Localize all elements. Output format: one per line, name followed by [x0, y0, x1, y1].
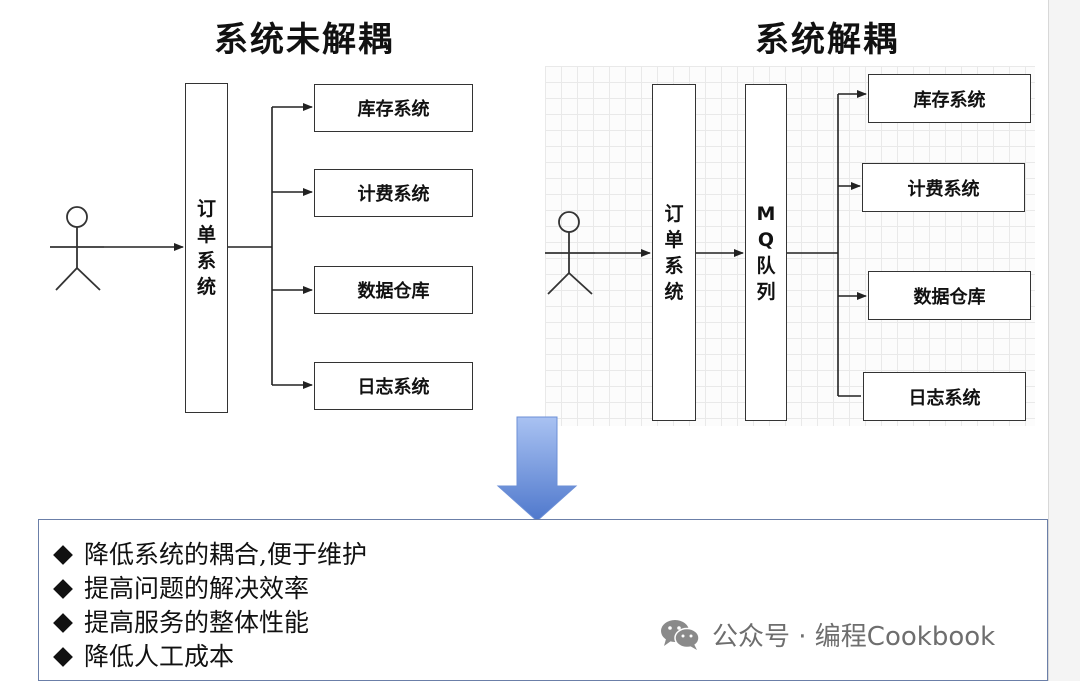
diamond-bullet-icon: [53, 613, 73, 633]
right-order-system-label: 订单系统: [664, 202, 684, 303]
left-user-icon: [50, 206, 104, 291]
watermark: 公众号 · 编程Cookbook: [658, 616, 995, 653]
diamond-bullet-icon: [53, 579, 73, 599]
benefits-panel: [38, 519, 1048, 681]
diamond-bullet-icon: [53, 647, 73, 667]
down-arrow-icon: [496, 416, 578, 522]
left-billing-system-box: 计费系统: [314, 169, 473, 217]
right-edge-strip: [1048, 0, 1080, 681]
watermark-text: 公众号 · 编程Cookbook: [712, 622, 996, 652]
benefit-item: 提高问题的解决效率: [52, 572, 367, 606]
mq-queue-label: MQ队列: [756, 202, 776, 303]
diamond-bullet-icon: [53, 545, 73, 565]
benefit-item: 提高服务的整体性能: [52, 606, 367, 640]
right-inventory-system-box: 库存系统: [868, 74, 1031, 123]
right-order-system-box: 订单系统: [652, 84, 696, 421]
left-order-system-label: 订单系统: [196, 198, 216, 298]
wechat-icon: [661, 619, 700, 650]
right-diagram-title: 系统解耦: [755, 20, 899, 60]
left-data-warehouse-box: 数据仓库: [314, 266, 473, 314]
right-data-warehouse-box: 数据仓库: [868, 271, 1031, 320]
left-log-system-box: 日志系统: [314, 362, 473, 410]
benefit-item: 降低人工成本: [52, 640, 367, 674]
left-inventory-system-box: 库存系统: [314, 84, 473, 132]
mq-queue-box: MQ队列: [745, 84, 787, 421]
benefit-item: 降低系统的耦合,便于维护: [52, 538, 367, 572]
left-order-system-box: 订单系统: [185, 83, 228, 413]
left-diagram-title: 系统未解耦: [214, 20, 394, 60]
benefits-list: 降低系统的耦合,便于维护 提高问题的解决效率 提高服务的整体性能 降低人工成本: [52, 538, 367, 674]
right-log-system-box: 日志系统: [863, 372, 1026, 421]
right-billing-system-box: 计费系统: [862, 163, 1025, 212]
grid-background: [545, 66, 1035, 426]
